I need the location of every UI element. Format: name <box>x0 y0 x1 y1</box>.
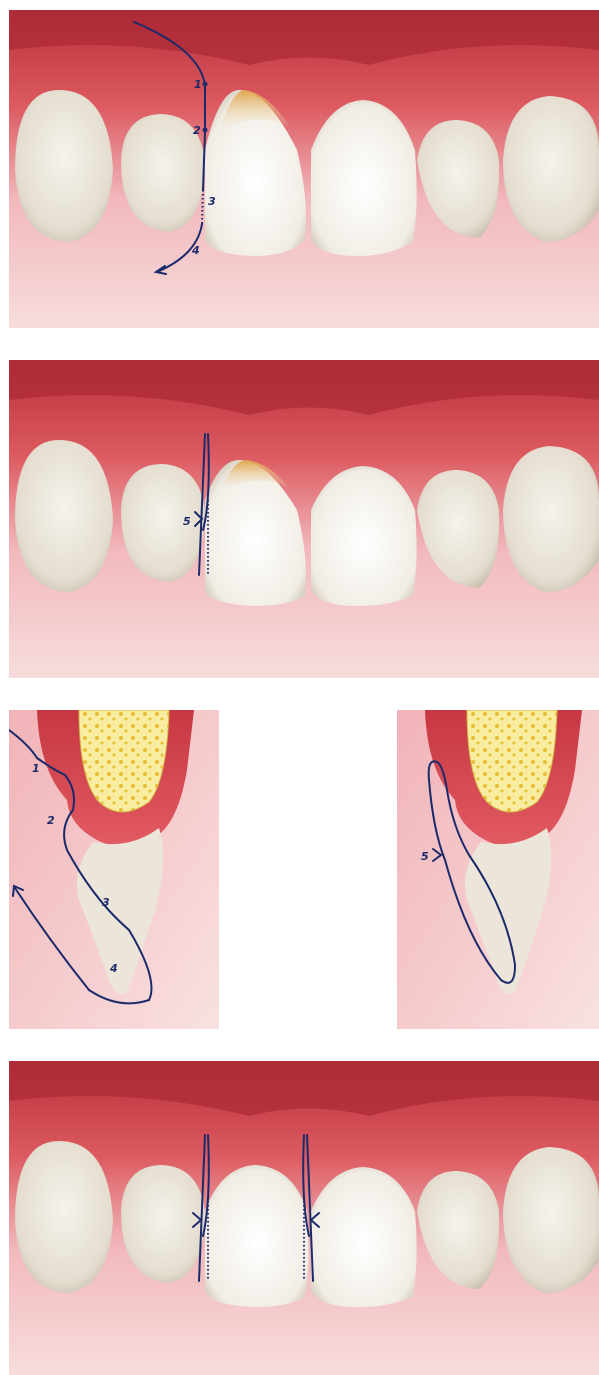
suture-dotted-lower <box>202 190 203 224</box>
step-label-2: 2 <box>193 124 201 137</box>
sagittal-illustration: 5 <box>397 710 599 1029</box>
tooth-left-canine <box>15 440 113 592</box>
tooth-right-central <box>311 100 417 256</box>
tooth-right-canine <box>503 446 599 592</box>
frontal-view-step-b: 5 <box>9 360 599 678</box>
tooth-right-central <box>311 466 417 606</box>
tooth-left-canine <box>15 1141 113 1293</box>
knot-point <box>203 82 208 87</box>
frontal-illustration: 5 <box>9 360 599 678</box>
frontal-illustration <box>9 1061 599 1375</box>
sagittal-view-step-a: 1 2 3 4 <box>9 710 219 1029</box>
step-label-3: 3 <box>102 896 110 909</box>
tooth-right-canine <box>503 1147 599 1293</box>
tooth-right-canine <box>503 96 599 242</box>
sagittal-view-step-b: 5 <box>397 710 599 1029</box>
step-label-3: 3 <box>208 195 216 208</box>
sagittal-illustration: 1 2 3 4 <box>9 710 219 1029</box>
step-label-1: 1 <box>194 78 202 91</box>
step-label-4: 4 <box>191 244 200 257</box>
frontal-view-final <box>9 1061 599 1375</box>
knot-point <box>203 128 208 133</box>
step-label-5: 5 <box>421 850 429 863</box>
frontal-illustration: 1 2 3 4 <box>9 10 599 328</box>
step-label-4: 4 <box>109 962 118 975</box>
tooth-left-central <box>205 1165 309 1307</box>
step-label-1: 1 <box>32 762 40 775</box>
tooth-right-central <box>311 1167 417 1307</box>
frontal-view-step-a: 1 2 3 4 <box>9 10 599 328</box>
tooth-left-canine <box>15 90 113 242</box>
step-label-2: 2 <box>47 814 55 827</box>
step-label-5: 5 <box>183 515 191 528</box>
